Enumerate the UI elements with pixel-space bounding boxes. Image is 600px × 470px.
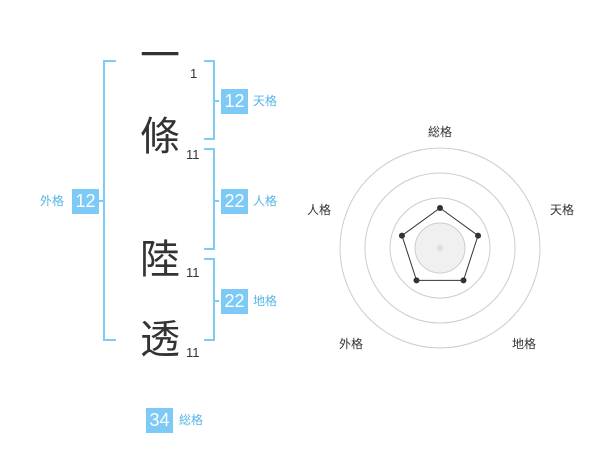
gaikaku-label: 外格 <box>40 194 65 208</box>
name-char-4: 透 <box>140 317 180 363</box>
radar-ring <box>414 222 466 274</box>
name-char-3: 陸 <box>140 237 180 283</box>
jinkaku-label: 人格 <box>253 194 278 208</box>
radar-rings <box>339 147 541 349</box>
radar-area <box>401 207 479 281</box>
radar-axis-label-soukaku: 総格 <box>428 125 453 139</box>
stroke-count-1: 1 <box>190 66 198 81</box>
radar-axis-label-jinkaku: 人格 <box>307 203 332 217</box>
chikaku-label: 地格 <box>253 294 278 308</box>
radar-ring <box>364 172 516 324</box>
radar-axis-label-chikaku: 地格 <box>512 337 537 351</box>
radar-point-0 <box>437 205 443 211</box>
radar-center-dot <box>437 245 443 251</box>
radar-point-2 <box>460 277 467 284</box>
name-char-1: 一 <box>140 33 180 79</box>
gaikaku-value-badge: 12 <box>72 189 99 214</box>
radar-ring <box>339 147 541 349</box>
soukaku-label: 総格 <box>179 413 204 427</box>
chikaku-bracket <box>204 258 215 341</box>
radar-point-4 <box>398 232 405 239</box>
name-char-2: 條 <box>140 114 180 160</box>
radar-ring <box>389 197 491 299</box>
stroke-count-2: 11 <box>186 147 200 162</box>
radar-points <box>398 205 482 284</box>
tenkaku-value-badge: 12 <box>221 89 248 114</box>
chikaku-value-badge: 22 <box>221 289 248 314</box>
radar-axis-label-gaikaku: 外格 <box>339 337 364 351</box>
stroke-count-4: 11 <box>186 345 200 360</box>
jinkaku-bracket <box>204 148 215 250</box>
jinkaku-value-badge: 22 <box>221 189 248 214</box>
stroke-count-3: 11 <box>186 265 200 280</box>
radar-axis-label-tenkaku: 天格 <box>550 203 575 217</box>
tenkaku-label: 天格 <box>253 94 278 108</box>
radar-point-3 <box>413 277 420 284</box>
radar-point-1 <box>475 232 482 239</box>
soukaku-value-badge: 34 <box>146 408 173 433</box>
